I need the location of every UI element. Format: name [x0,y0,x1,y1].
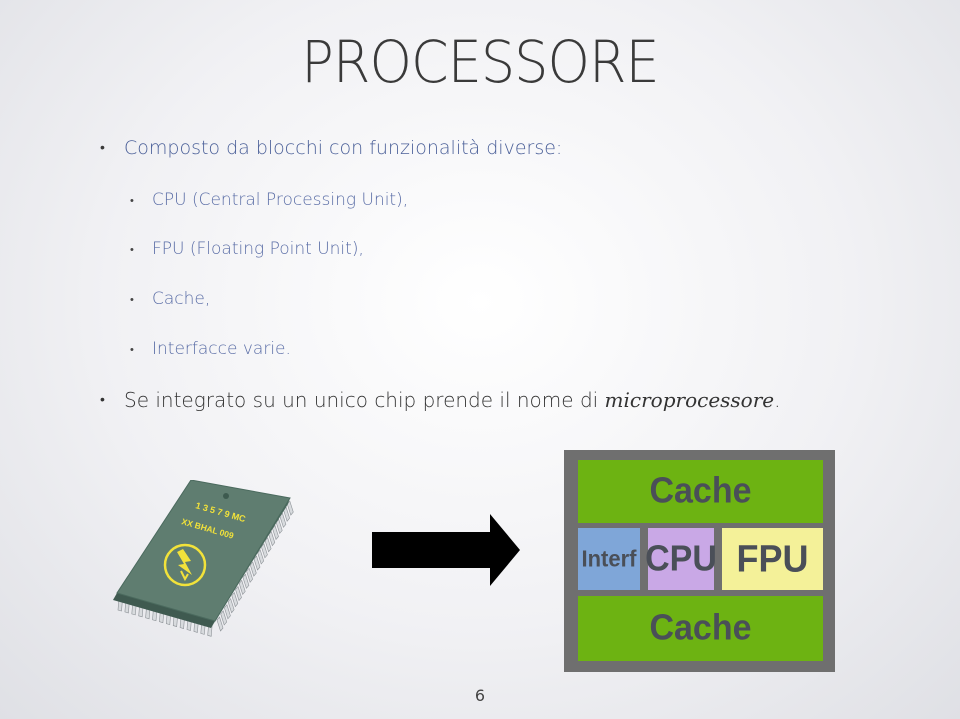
sub-bullet-text: CPU (Central Processing Unit), [152,190,409,210]
bullet-main-text: Composto da blocchi con funzionalità div… [124,137,563,159]
sub-bullet-cpu: • CPU (Central Processing Unit), [130,188,409,212]
chip-pin [286,500,294,516]
chip-pin [257,549,265,565]
sub-bullet-text: FPU (Floating Point Unit), [152,239,364,259]
chip-pin [216,616,224,632]
chip-pin [227,598,235,614]
chip-body [116,480,291,622]
chip-pin [246,567,253,583]
chip-pin [235,585,242,602]
sub-bullet-interfaces: • Interfacce varie. [130,337,291,361]
chip-pin [231,591,239,608]
bullet-dot: • [100,140,105,156]
microprocessore-term: microprocessore [604,388,775,412]
sub-bullet-cache: • Cache, [130,287,211,311]
interf-block: Interf [578,528,640,590]
interf-label: Interf [581,545,637,572]
cpu-block: CPU [645,528,717,590]
chip-pin [275,518,283,535]
lightning-logo [163,543,207,587]
bullet-second: • Se integrato su un unico chip prende i… [100,388,781,412]
cache-bottom-label: Cache [649,608,752,648]
sub-bullet-text: Interfacce varie. [152,339,291,359]
arrow-right-icon [372,514,520,586]
cache-top-block: Cache [578,460,823,523]
slide-title: PROCESSORE [301,28,659,96]
bullet-second-prefix: Se integrato su un unico chip prende il … [124,388,605,412]
chip-pin [264,537,272,553]
cpu-label: CPU [645,538,717,579]
fpu-block: FPU [722,528,823,590]
chip-pin [272,524,279,541]
chip-pin [268,530,276,547]
cache-top-label: Cache [649,471,752,511]
microprocessor-diagram: Cache Interf CPU FPU Cache [564,450,835,672]
bullet-dot: • [130,194,134,207]
chip-pin [249,561,257,577]
chip-pin [242,573,250,589]
bullet-dot: • [100,392,105,408]
chip-body-side [113,593,215,628]
bullet-dot: • [130,293,134,306]
bullet-main: • Composto da blocchi con funzionalità d… [100,136,563,160]
chip-pin [261,543,268,559]
chip-pin [238,579,246,596]
bullet-dot: • [130,343,134,356]
bullet-second-suffix: . [774,388,781,412]
fpu-label: FPU [736,536,809,580]
chip-pin [220,610,228,626]
chip-pin [224,604,231,620]
page-number: 6 [474,686,486,705]
bullet-dot: • [130,243,134,256]
chip-notch [223,493,229,499]
sub-bullet-text: Cache, [152,289,211,309]
microchip-image: 1 3 5 7 9 MC XX BHAL 009 [113,480,294,637]
cache-bottom-block: Cache [578,596,823,661]
chip-pin [253,555,261,571]
sub-bullet-fpu: • FPU (Floating Point Unit), [130,237,364,261]
